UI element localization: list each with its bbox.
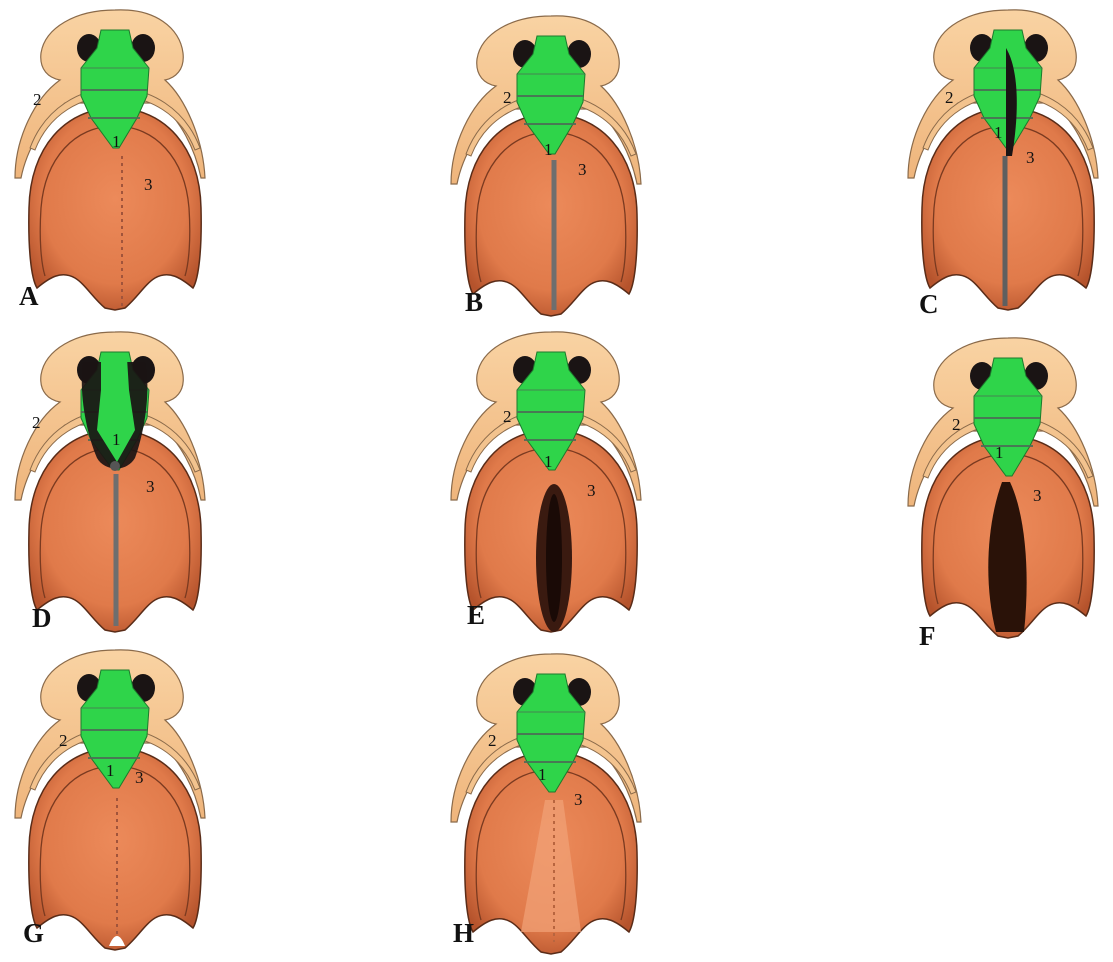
part-label-1: 1 — [544, 452, 553, 471]
part-label-3: 3 — [574, 790, 583, 809]
part-label-1: 1 — [538, 765, 547, 784]
part-label-3: 3 — [578, 160, 587, 179]
part-label-1: 1 — [106, 761, 115, 780]
figure-d: 1 2 3 — [5, 330, 215, 640]
figure-a: 1 2 3 — [5, 8, 215, 318]
part-label-3: 3 — [587, 481, 596, 500]
panel-letter-g: G — [23, 920, 44, 947]
part-label-1: 1 — [995, 443, 1004, 462]
figure-h: 1 2 3 — [441, 652, 651, 962]
part-label-2: 2 — [59, 731, 68, 750]
part-label-2: 2 — [488, 731, 497, 750]
panel-f: 1 2 3 F — [898, 336, 1108, 646]
panel-letter-d: D — [32, 605, 52, 632]
figure-b: 1 2 3 — [441, 14, 651, 324]
part-label-2: 2 — [503, 407, 512, 426]
panel-h: 1 2 3 H — [441, 652, 651, 962]
part-label-1: 1 — [112, 132, 121, 151]
part-label-1: 1 — [544, 140, 553, 159]
part-label-2: 2 — [33, 90, 42, 109]
panel-letter-a: A — [19, 283, 39, 310]
panel-letter-b: B — [465, 289, 483, 316]
figure-f: 1 2 3 — [898, 336, 1108, 646]
panel-c: 1 2 3 C — [898, 8, 1108, 318]
part-label-2: 2 — [952, 415, 961, 434]
part-label-3: 3 — [144, 175, 153, 194]
panel-d: 1 2 3 D — [5, 330, 215, 640]
panel-letter-h: H — [453, 920, 474, 947]
part-label-2: 2 — [32, 413, 41, 432]
part-label-1: 1 — [112, 430, 121, 449]
figure-e: 1 2 3 — [441, 330, 651, 640]
part-label-3: 3 — [135, 768, 144, 787]
part-label-3: 3 — [146, 477, 155, 496]
part-label-2: 2 — [503, 88, 512, 107]
figure-g: 1 2 3 — [5, 648, 215, 958]
figure-c: 1 2 3 — [898, 8, 1108, 318]
panel-g: 1 2 3 G — [5, 648, 215, 958]
panel-letter-e: E — [467, 602, 485, 629]
part-label-1: 1 — [994, 123, 1003, 142]
panel-a: 1 2 3 A — [5, 8, 215, 318]
panel-letter-c: C — [919, 291, 939, 318]
part-label-3: 3 — [1033, 486, 1042, 505]
panel-b: 1 2 3 B — [441, 14, 651, 324]
panel-e: 1 2 3 E — [441, 330, 651, 640]
part-label-2: 2 — [945, 88, 954, 107]
panel-letter-f: F — [919, 623, 936, 650]
part-label-3: 3 — [1026, 148, 1035, 167]
